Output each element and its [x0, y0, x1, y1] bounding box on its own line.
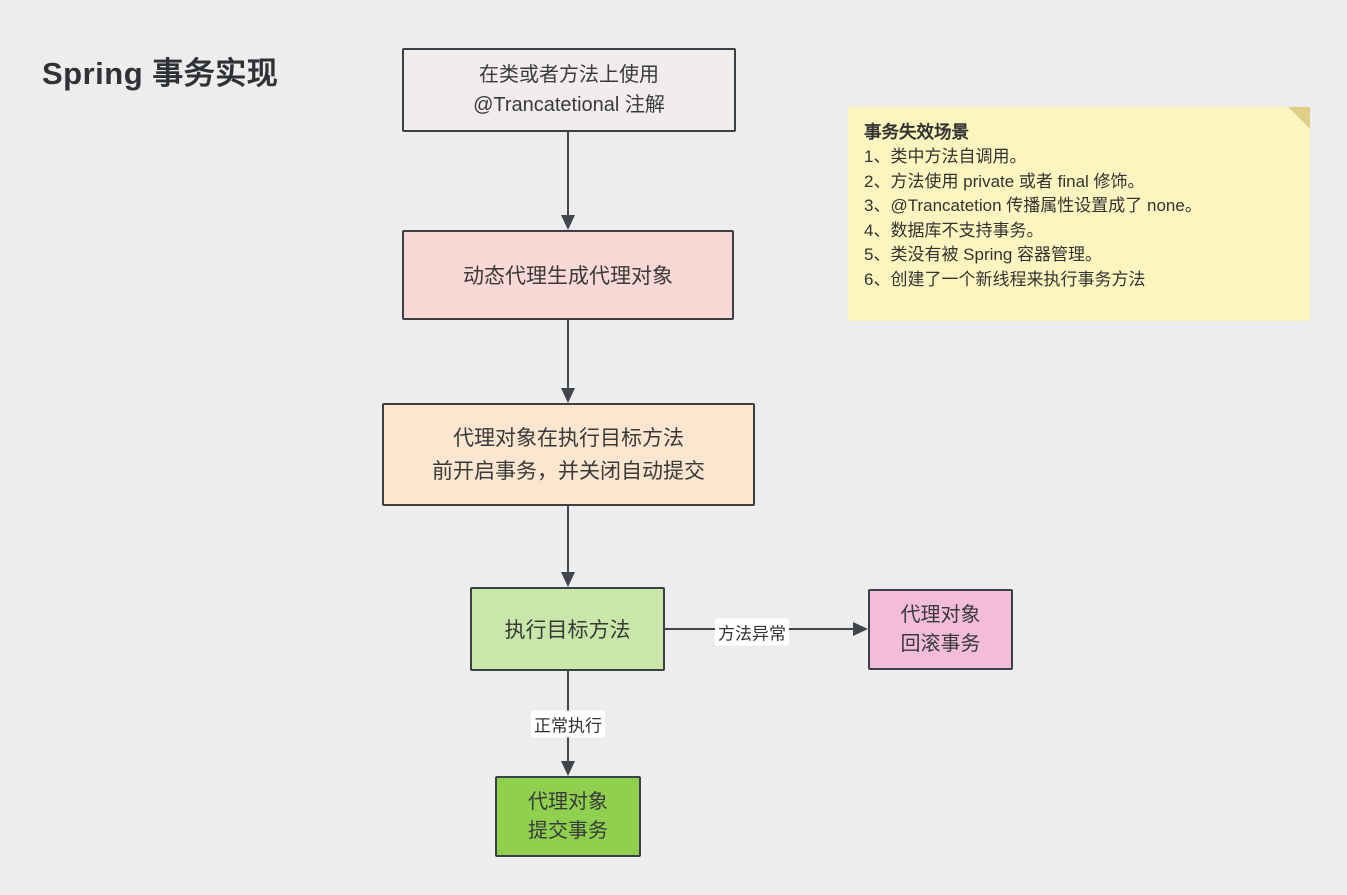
node-use-annotation: 在类或者方法上使用 @Trancatetional 注解	[402, 48, 736, 132]
node-open-transaction-line2: 前开启事务，并关闭自动提交	[432, 459, 705, 483]
note-item-4: 4、数据库不支持事务。	[864, 220, 1044, 240]
note-item-6: 6、创建了一个新线程来执行事务方法	[864, 269, 1146, 289]
note-item-2: 2、方法使用 private 或者 final 修饰。	[864, 171, 1145, 191]
arrow-annotation-to-proxy-head-icon	[561, 215, 575, 230]
sticky-note: 事务失效场景 1、类中方法自调用。 2、方法使用 private 或者 fina…	[848, 107, 1310, 321]
note-fold-corner-icon	[1288, 107, 1310, 129]
node-commit-line1: 代理对象	[528, 790, 608, 813]
arrow-proxy-to-opentx-line	[567, 320, 569, 390]
node-execute-target: 执行目标方法	[470, 587, 665, 671]
node-dynamic-proxy: 动态代理生成代理对象	[402, 230, 734, 320]
node-rollback: 代理对象 回滚事务	[868, 589, 1013, 670]
note-heading: 事务失效场景	[864, 122, 969, 142]
arrow-execute-to-rollback-head-icon	[853, 622, 868, 636]
arrow-execute-to-commit-head-icon	[561, 761, 575, 776]
node-use-annotation-line1: 在类或者方法上使用	[479, 64, 659, 86]
node-commit: 代理对象 提交事务	[495, 776, 641, 857]
node-open-transaction: 代理对象在执行目标方法 前开启事务，并关闭自动提交	[382, 403, 755, 506]
node-open-transaction-line1: 代理对象在执行目标方法	[453, 426, 684, 450]
node-commit-line2: 提交事务	[528, 819, 608, 842]
node-dynamic-proxy-line1: 动态代理生成代理对象	[463, 265, 673, 288]
node-rollback-line1: 代理对象	[900, 603, 981, 626]
arrow-proxy-to-opentx-head-icon	[561, 388, 575, 403]
arrow-annotation-to-proxy-line	[567, 132, 569, 217]
arrow-opentx-to-execute-line	[567, 506, 569, 574]
note-item-3: 3、@Trancatetion 传播属性设置成了 none。	[864, 196, 1202, 215]
node-rollback-line2: 回滚事务	[900, 632, 981, 655]
node-execute-target-line1: 执行目标方法	[504, 619, 631, 642]
edge-label-exception: 方法异常	[715, 618, 789, 646]
arrow-opentx-to-execute-head-icon	[561, 572, 575, 587]
edge-label-normal: 正常执行	[531, 710, 605, 738]
page-title: Spring 事务实现	[42, 56, 279, 91]
note-item-5: 5、类没有被 Spring 容器管理。	[864, 245, 1103, 264]
node-use-annotation-line2: @Trancatetional 注解	[473, 94, 665, 116]
note-item-1: 1、类中方法自调用。	[864, 147, 1027, 166]
